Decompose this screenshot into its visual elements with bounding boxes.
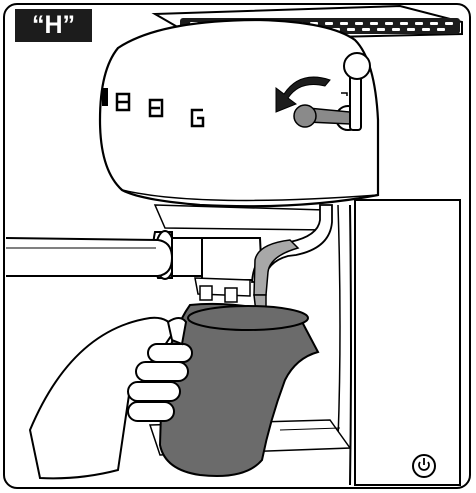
hand — [28, 316, 193, 480]
machine-body — [98, 18, 380, 208]
steam-knob[interactable] — [293, 52, 371, 131]
curved-arrow-icon — [275, 76, 331, 113]
machine-side-panel — [354, 199, 461, 486]
portafilter-handle[interactable] — [5, 237, 174, 277]
brand-logo — [102, 88, 205, 128]
step-label: “H” — [15, 9, 92, 42]
power-icon[interactable] — [412, 454, 436, 478]
